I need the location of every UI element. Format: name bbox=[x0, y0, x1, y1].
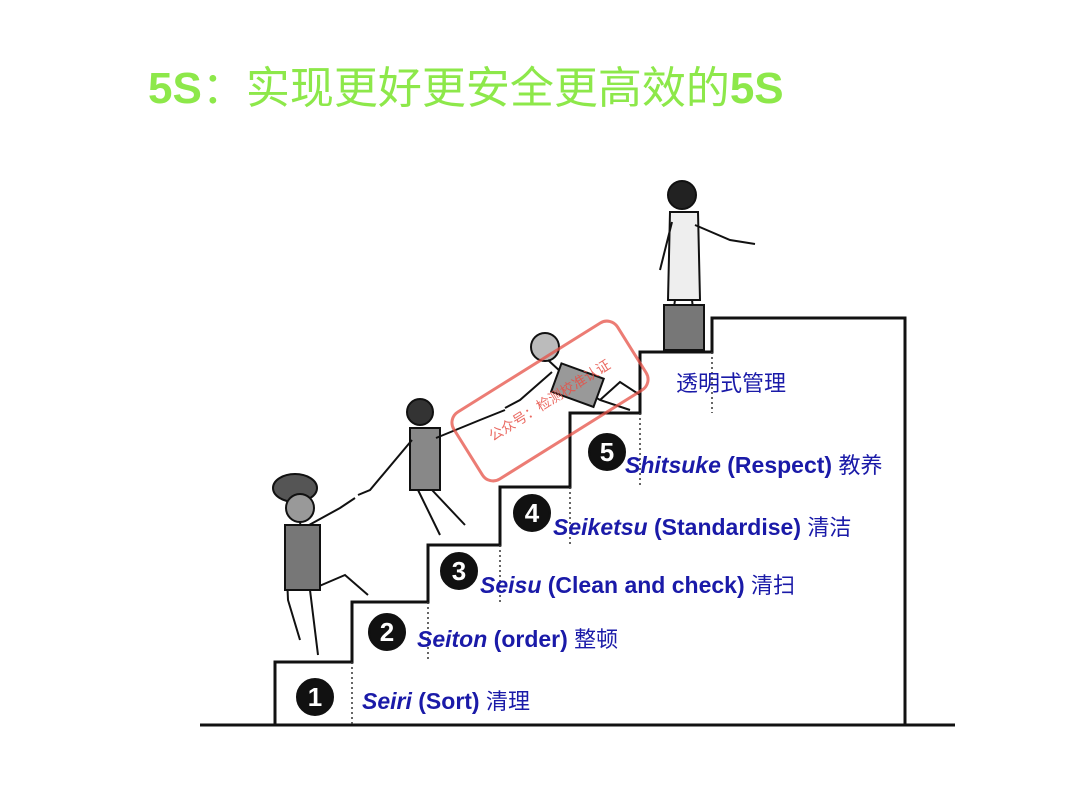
leader-figure bbox=[660, 181, 755, 350]
step-1-term: Seiri bbox=[362, 688, 412, 714]
climber-figure-1 bbox=[273, 474, 368, 655]
step-2-badge: 2 bbox=[368, 613, 406, 651]
step-3-cn: 清扫 bbox=[751, 574, 795, 599]
step-4-desc: (Standardise) bbox=[648, 514, 808, 540]
step-2-desc: (order) bbox=[487, 626, 574, 652]
step-4-term: Seiketsu bbox=[553, 514, 648, 540]
step-5-term: Shitsuke bbox=[625, 452, 721, 478]
step-4-cn: 清洁 bbox=[807, 516, 851, 541]
step-3-label: Seisu (Clean and check) 清扫 bbox=[480, 568, 795, 600]
step-5-desc: (Respect) bbox=[721, 452, 839, 478]
step-2-label: Seiton (order) 整顿 bbox=[417, 622, 618, 654]
step-1-desc: (Sort) bbox=[412, 688, 486, 714]
step-5-cn: 教养 bbox=[838, 454, 882, 479]
step-3-badge: 3 bbox=[440, 552, 478, 590]
step-3-term: Seisu bbox=[480, 572, 541, 598]
step-5-label: Shitsuke (Respect) 教养 bbox=[625, 448, 882, 480]
step-4-label: Seiketsu (Standardise) 清洁 bbox=[553, 510, 851, 542]
step-5-badge: 5 bbox=[588, 433, 626, 471]
step-2-cn: 整顿 bbox=[574, 628, 618, 653]
step-1-label: Seiri (Sort) 清理 bbox=[362, 684, 530, 716]
step-1-cn: 清理 bbox=[486, 690, 530, 715]
step-2-term: Seiton bbox=[417, 626, 487, 652]
step-3-desc: (Clean and check) bbox=[541, 572, 751, 598]
transparent-management-note: 透明式管理 bbox=[676, 366, 786, 398]
step-1-badge: 1 bbox=[296, 678, 334, 716]
step-4-badge: 4 bbox=[513, 494, 551, 532]
